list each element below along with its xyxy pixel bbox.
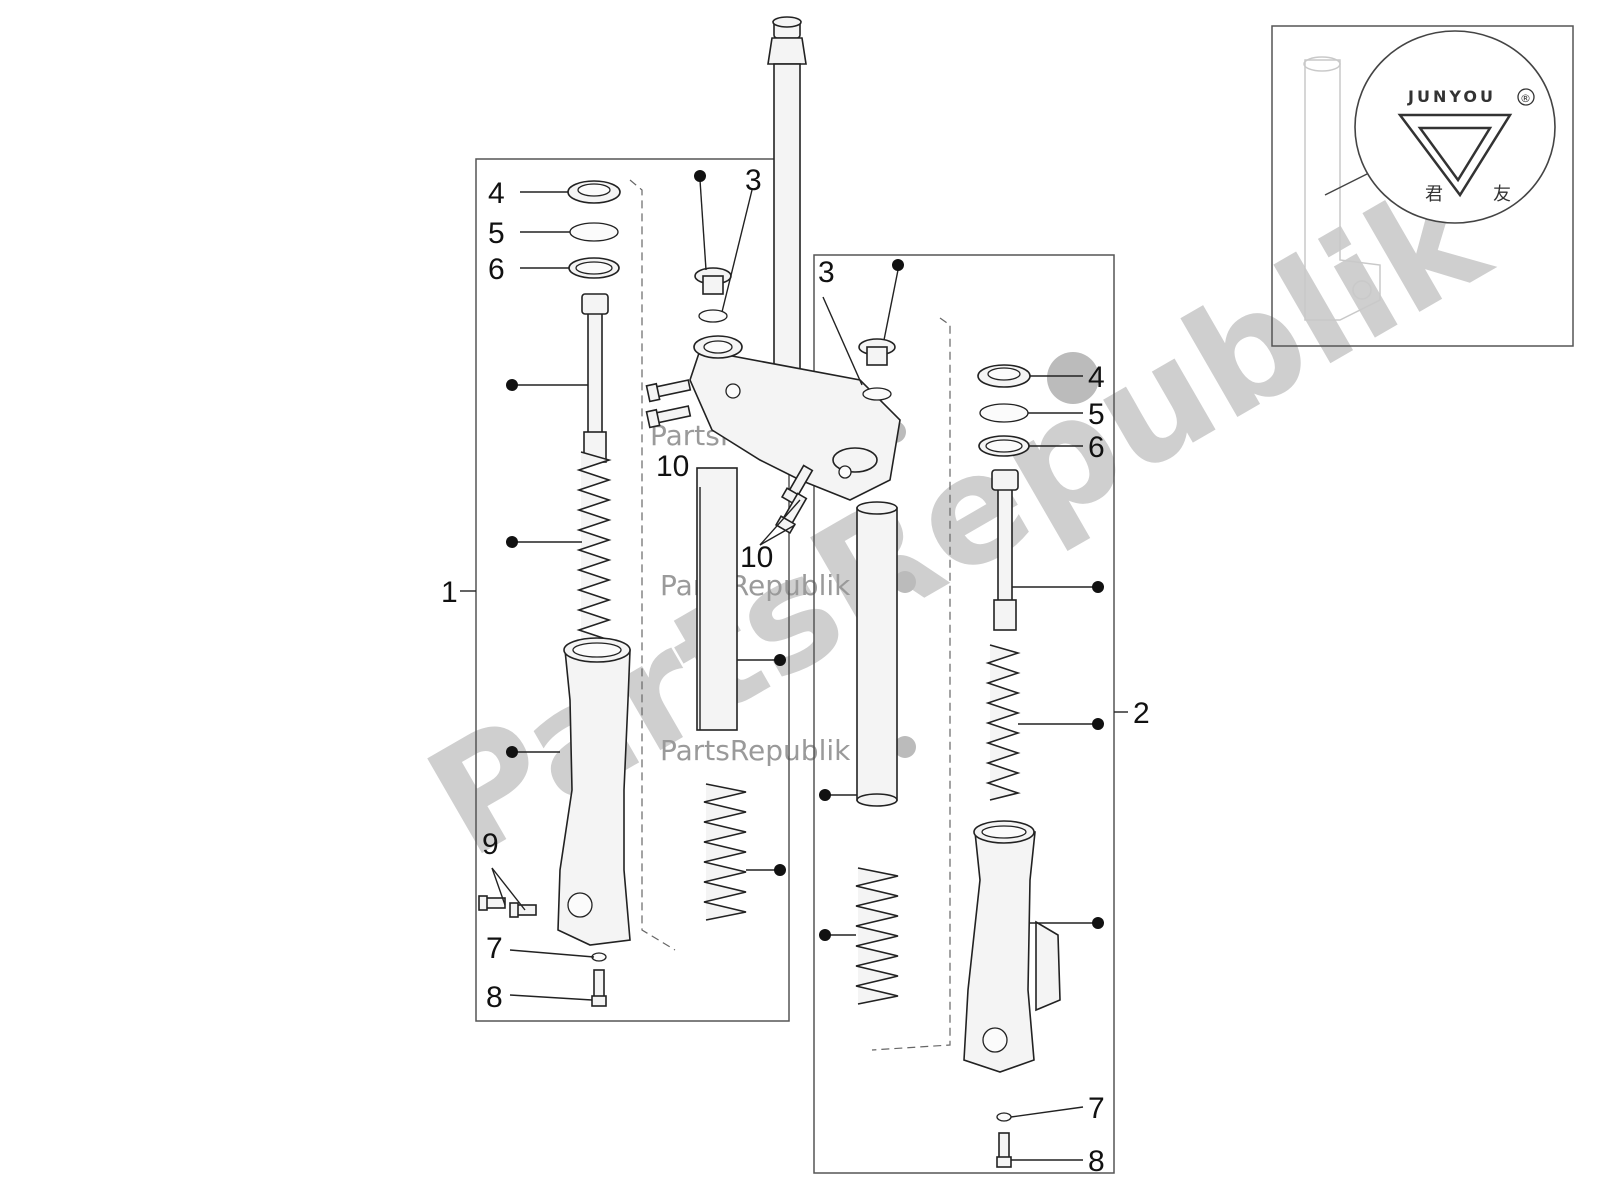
callout-labels: 4 5 6 1 9 7 8 3 3 10 10 4 5 6 2 7 8 <box>441 164 1150 1178</box>
center-column-parts <box>694 267 899 1005</box>
trademark-symbol: ® <box>1520 92 1531 105</box>
left-dash-guide <box>629 179 676 951</box>
callout-4-left: 4 <box>488 177 505 210</box>
right-stanchion-tube <box>856 507 898 801</box>
left-bottom-hardware <box>478 895 607 1007</box>
left-fork-parts <box>557 180 631 946</box>
callout-1: 1 <box>441 576 458 609</box>
callout-3-top: 3 <box>745 164 762 197</box>
callout-9: 9 <box>482 828 499 861</box>
callout-8-right: 8 <box>1088 1145 1105 1178</box>
left-clip-ring <box>569 222 619 242</box>
brand-wordmark: JUNYOU <box>1407 87 1496 106</box>
clamp-bolts <box>645 379 814 535</box>
callout-10-upper: 10 <box>656 450 689 483</box>
right-assembly-frame <box>813 254 1115 1174</box>
callout-7-right: 7 <box>1088 1092 1105 1125</box>
callout-6-right: 6 <box>1088 431 1105 464</box>
inset-char-2: 友 <box>1493 184 1511 205</box>
callout-4-right: 4 <box>1088 361 1105 394</box>
callout-10-lower: 10 <box>740 541 773 574</box>
junyou-v-emblem-icon <box>1397 113 1513 198</box>
inset-logo-frame <box>1271 25 1574 347</box>
callout-5-left: 5 <box>488 217 505 250</box>
callout-8-left: 8 <box>486 981 503 1014</box>
right-spring <box>985 644 1021 801</box>
right-fork-slider <box>963 831 1036 1073</box>
right-dash-guide <box>871 317 951 1051</box>
left-assembly-frame <box>475 158 790 1022</box>
steering-stem <box>689 16 901 501</box>
center-spring-left <box>703 783 747 921</box>
inset-logo-panel: JUNYOU ® 君 友 <box>1303 30 1556 321</box>
callout-6-left: 6 <box>488 253 505 286</box>
leader-lines <box>460 179 1128 1161</box>
callout-7-left: 7 <box>486 932 503 965</box>
callout-5-right: 5 <box>1088 398 1105 431</box>
right-fork-parts <box>963 364 1061 1168</box>
watermark-label-3: PartsRepublik <box>660 734 851 767</box>
left-damper-rod <box>587 299 603 436</box>
watermark-label-2: PartsRepublik <box>660 569 851 602</box>
bullet-dots <box>506 170 1104 941</box>
watermark-large-diagonal: PartsRepublik <box>401 147 1516 891</box>
left-spring <box>576 451 612 669</box>
watermark-layer: PartsRepublik PartsRepublik PartsRepubli… <box>401 147 1516 891</box>
callout-2: 2 <box>1133 697 1150 730</box>
inset-char-1: 君 <box>1425 184 1443 205</box>
left-stanchion-tube <box>696 467 738 731</box>
center-spring-right <box>855 867 899 1005</box>
left-fork-slider <box>557 649 631 946</box>
callout-3-mid: 3 <box>818 256 835 289</box>
assembly-frames <box>475 25 1574 1174</box>
